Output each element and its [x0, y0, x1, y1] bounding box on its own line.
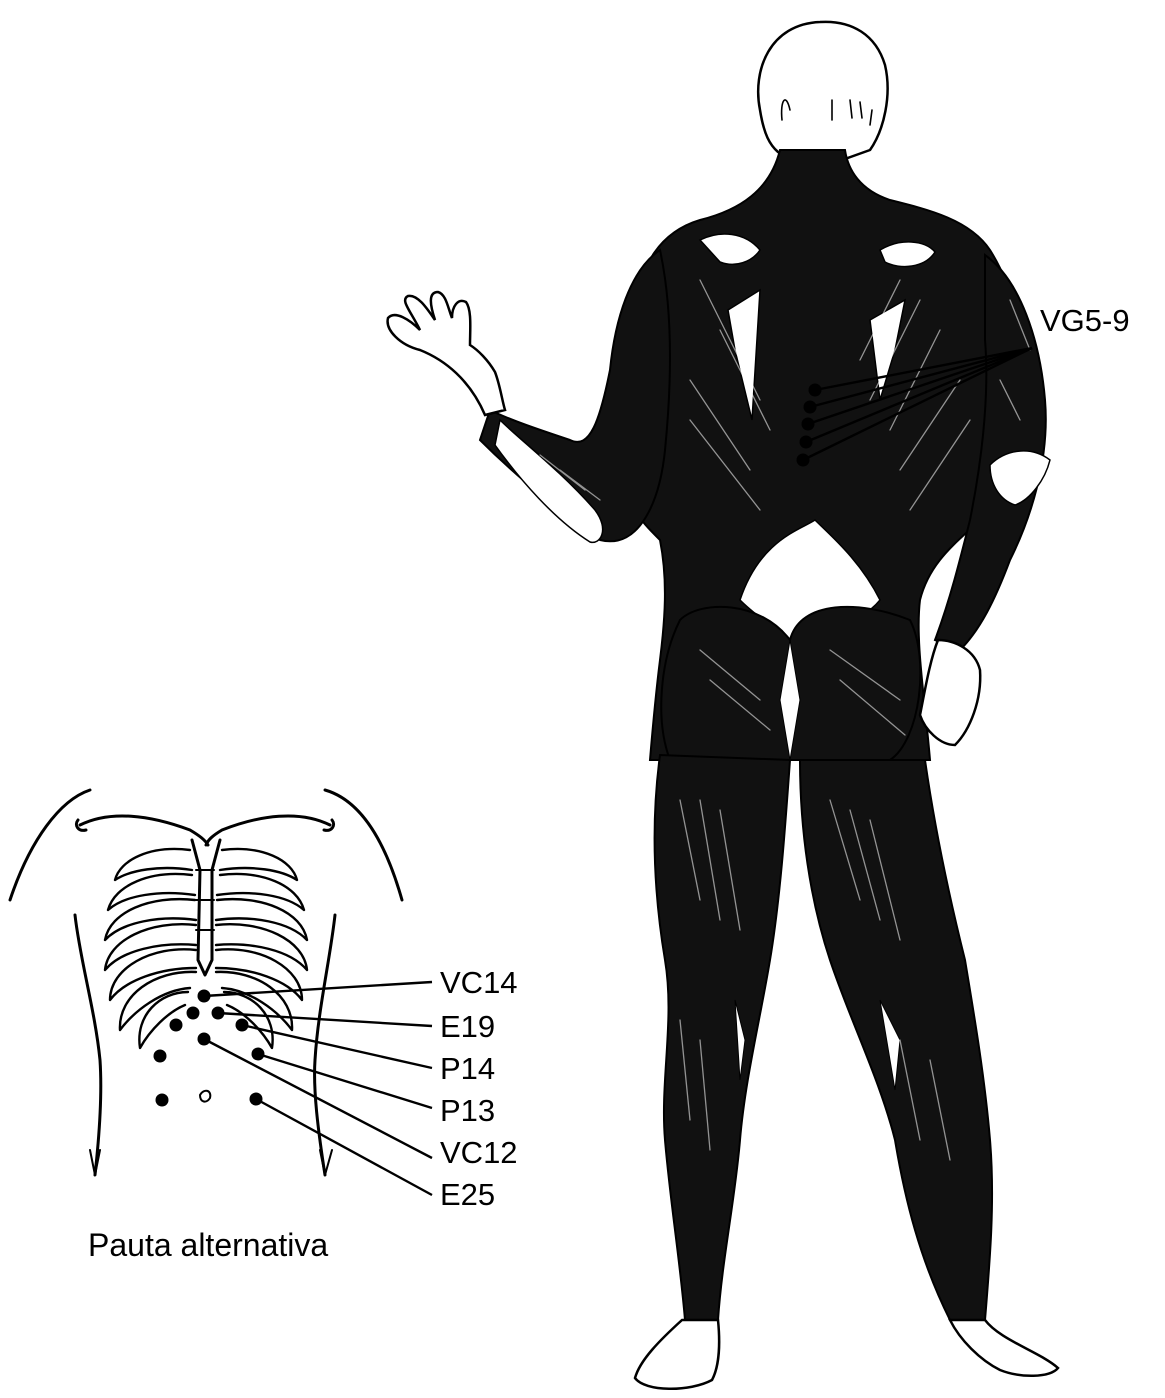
right-foot — [950, 1320, 1058, 1376]
label-e19: E19 — [440, 1009, 495, 1044]
caption-pauta-alternativa: Pauta alternativa — [88, 1227, 328, 1263]
label-p13: P13 — [440, 1093, 495, 1128]
label-e25: E25 — [440, 1177, 495, 1212]
head — [758, 22, 887, 160]
label-p14: P14 — [440, 1051, 495, 1086]
left-leg — [655, 755, 790, 1320]
left-foot — [635, 1320, 719, 1389]
label-vc12: VC12 — [440, 1135, 518, 1170]
chest-figure: VC14 E19 P14 P13 VC12 E25 Pauta alternat… — [10, 790, 518, 1263]
chest-leader-lines — [204, 982, 432, 1195]
label-vc14: VC14 — [440, 965, 518, 1000]
back-muscle-figure: VG5-9 — [388, 22, 1130, 1389]
label-vg5-9: VG5-9 — [1040, 303, 1130, 338]
left-hand — [388, 292, 505, 415]
